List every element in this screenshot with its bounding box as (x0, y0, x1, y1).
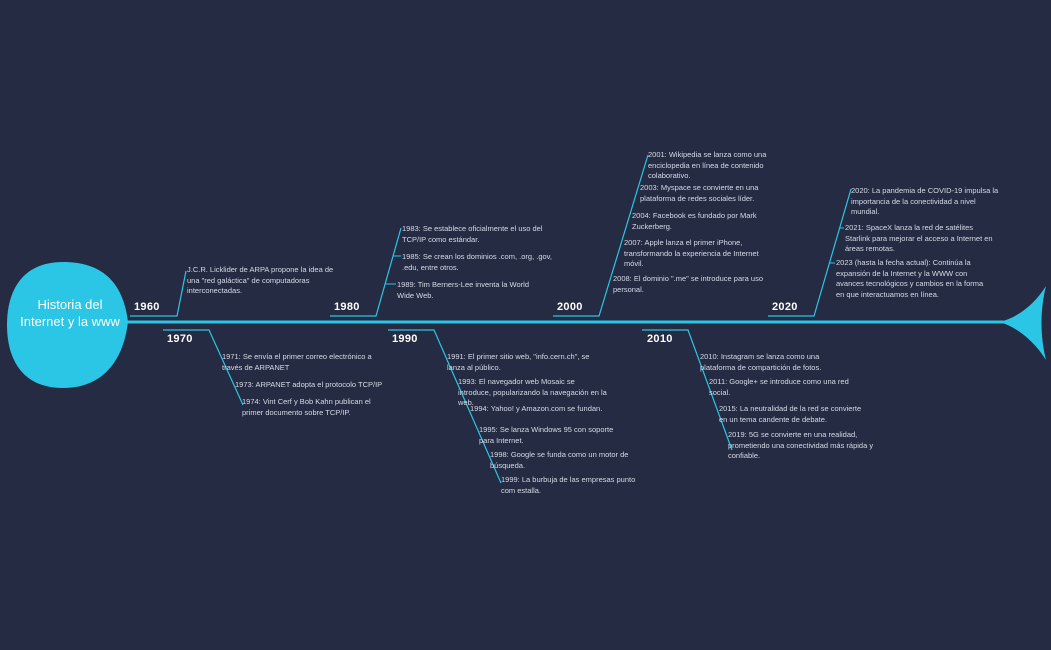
timeline-event: 2011: Google+ se introduce como una red … (709, 377, 849, 397)
decade-label-1970: 1970 (167, 333, 193, 345)
timeline-event: 2021: SpaceX lanza la red de satélites S… (845, 223, 993, 253)
timeline-event: 2019: 5G se convierte en una realidad, p… (728, 430, 874, 460)
timeline-event: 1993: El navegador web Mosaic se introdu… (458, 377, 607, 407)
timeline-event: 2004: Facebook es fundado por Mark Zucke… (632, 211, 757, 231)
title-leaf-shape (7, 262, 128, 388)
branch-1970 (163, 329, 244, 406)
timeline-event: 2001: Wikipedia se lanza como una encicl… (648, 150, 767, 180)
timeline-event: 2003: Myspace se convierte en una plataf… (640, 183, 759, 203)
timeline-event: 1985: Se crean los dominios .com, .org, … (402, 252, 552, 272)
branch-1980 (330, 227, 402, 317)
timeline-event: 2007: Apple lanza el primer iPhone, tran… (624, 238, 759, 268)
timeline-event: 1994: Yahoo! y Amazon.com se fundan. (470, 404, 603, 413)
timeline-event: 1999: La burbuja de las empresas punto c… (501, 475, 636, 495)
timeline-event: 1989: Tim Berners-Lee inventa la World W… (397, 280, 530, 300)
timeline-event: 1998: Google se funda como un motor de b… (490, 450, 629, 470)
branch-2000 (553, 154, 649, 317)
arrow-end-shape (1000, 286, 1046, 360)
timeline-event: 2020: La pandemia de COVID-19 impulsa la… (851, 186, 999, 216)
timeline-event: 2010: Instagram se lanza como una plataf… (700, 352, 822, 372)
timeline-event: 2023 (hasta la fecha actual): Continúa l… (836, 258, 984, 299)
timeline-event: 1995: Se lanza Windows 95 con soporte pa… (479, 425, 614, 445)
timeline-event: 1971: Se envía el primer correo electrón… (222, 352, 372, 372)
timeline-event: 2008: El dominio ".me" se introduce para… (613, 274, 763, 294)
branch-1960 (130, 270, 187, 317)
timeline-event: 1974: Vint Cerf y Bob Kahn publican el p… (242, 397, 371, 417)
decade-label-2020: 2020 (772, 301, 798, 313)
timeline-event: 1983: Se establece oficialmente el uso d… (402, 224, 543, 244)
decade-label-1980: 1980 (334, 301, 360, 313)
timeline-event: 2015: La neutralidad de la red se convie… (719, 404, 862, 424)
timeline-event: J.C.R. Licklider de ARPA propone la idea… (187, 265, 334, 295)
decade-label-1960: 1960 (134, 301, 160, 313)
timeline-event: 1991: El primer sitio web, "info.cern.ch… (447, 352, 590, 372)
branch-1990 (388, 329, 502, 484)
decade-label-2010: 2010 (647, 333, 673, 345)
timeline-title: Historia del Internet y la www (20, 297, 120, 329)
branch-2010 (642, 329, 733, 451)
decade-label-2000: 2000 (557, 301, 583, 313)
branch-2020 (768, 188, 852, 317)
decade-label-1990: 1990 (392, 333, 418, 345)
timeline-event: 1973: ARPANET adopta el protocolo TCP/IP (235, 380, 383, 389)
